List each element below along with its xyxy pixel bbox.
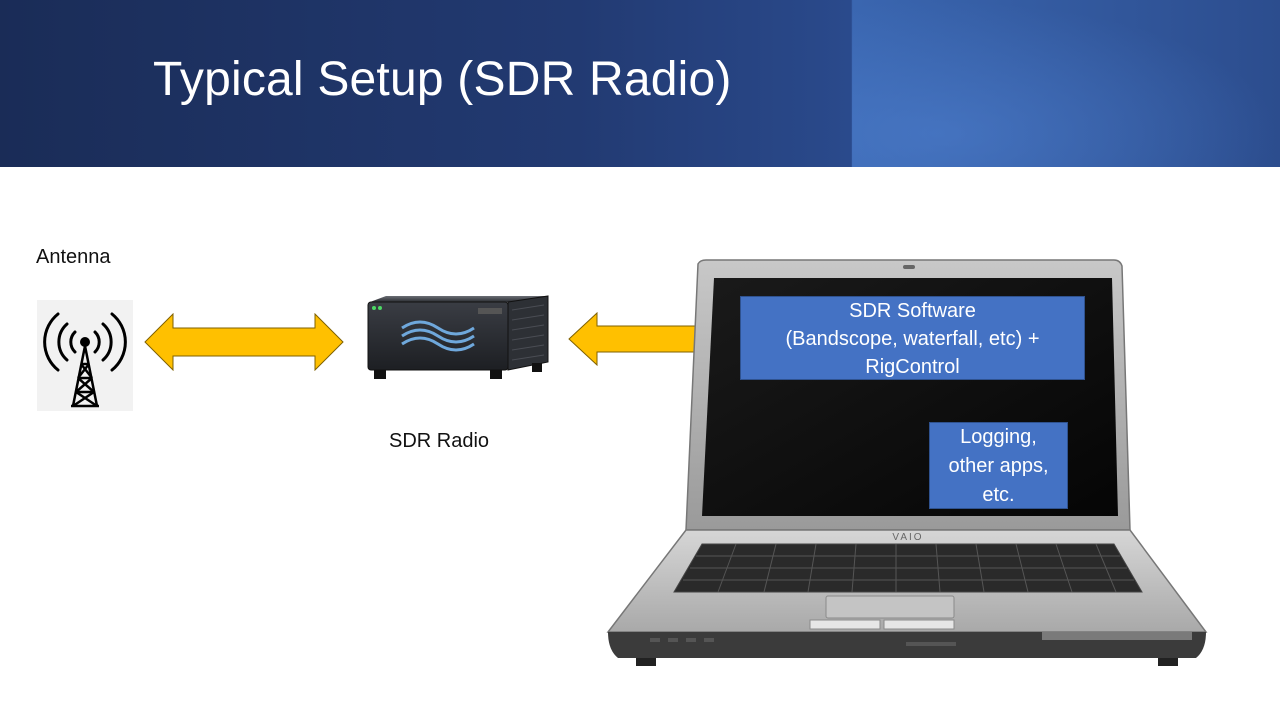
laptop-brand: VAIO [892,532,923,543]
sdr-radio-image [367,295,549,379]
logging-apps-line-3: etc. [982,484,1015,506]
antenna-label: Antenna [36,246,111,268]
title-band [0,0,1280,167]
sdr-software-line-3: RigControl [865,356,960,378]
antenna-icon [37,300,133,411]
logging-apps-box: Logging, other apps, etc. [929,422,1068,509]
slide-title: Typical Setup (SDR Radio) [153,53,732,106]
sdr-radio-label: SDR Radio [389,430,490,452]
sdr-software-line-1: SDR Software [849,300,976,322]
sdr-software-box: SDR Software (Bandscope, waterfall, etc)… [740,296,1085,380]
antenna-radio-arrow [144,313,344,371]
logging-apps-line-1: Logging, [960,426,1037,448]
sdr-software-line-2: (Bandscope, waterfall, etc) + [785,328,1040,350]
logging-apps-line-2: other apps, [948,455,1049,477]
